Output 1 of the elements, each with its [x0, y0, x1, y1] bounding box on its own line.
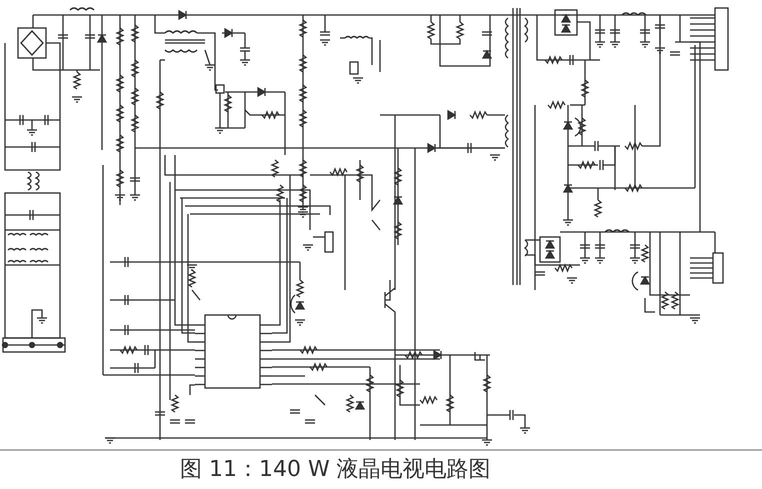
figure-caption: 图 11：140 W 液晶电视电路图 — [180, 456, 491, 484]
